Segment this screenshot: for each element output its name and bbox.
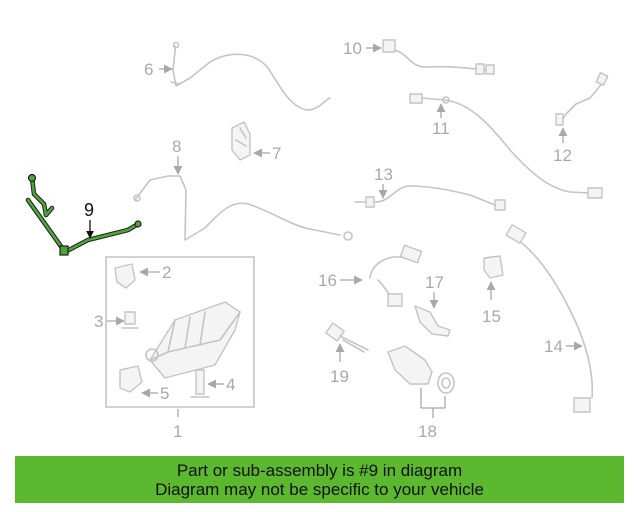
callout-5: 5: [160, 384, 169, 403]
part-11-harness[interactable]: [409, 93, 603, 199]
callout-7: 7: [272, 144, 281, 163]
callout-9: 9: [84, 200, 94, 220]
banner-line-disclaimer: Diagram may not be specific to your vehi…: [155, 479, 484, 499]
callout-13: 13: [374, 165, 393, 184]
part-10-harness[interactable]: [382, 39, 495, 75]
callout-16: 16: [318, 271, 337, 290]
part-16-hose[interactable]: [369, 244, 423, 307]
callout-19: 19: [330, 367, 349, 386]
part-1-canister-assembly[interactable]: [105, 256, 255, 408]
leader-lines: [86, 43, 583, 418]
part-3-bolt[interactable]: [121, 311, 139, 329]
callout-17: 17: [425, 273, 444, 292]
part-12-sensor[interactable]: [555, 72, 609, 126]
part-4-bolt[interactable]: [190, 369, 210, 398]
part-18-fitting[interactable]: [387, 345, 455, 394]
part-19-bolt[interactable]: [325, 322, 369, 353]
banner-line-part: Part or sub-assembly is #9 in diagram: [176, 460, 463, 480]
callout-12: 12: [553, 146, 572, 165]
part-17-sensor[interactable]: [414, 305, 451, 337]
callout-10: 10: [343, 39, 362, 58]
part-15-sensor[interactable]: [483, 255, 504, 279]
part-14-harness[interactable]: [505, 224, 594, 413]
part-6-tube[interactable]: [170, 41, 331, 111]
callout-6: 6: [144, 60, 153, 79]
callout-14: 14: [544, 337, 563, 356]
parts-diagram: 1 2 3 4 5 6 7 8 9 10 11 12 13 14 15 16 1…: [25, 39, 609, 441]
callout-8: 8: [172, 137, 181, 156]
callout-2: 2: [162, 263, 171, 282]
info-banner: Part or sub-assembly is #9 in diagram Di…: [15, 456, 624, 503]
part-9-tube-highlighted[interactable]: [25, 173, 142, 256]
callout-18: 18: [418, 422, 437, 441]
part-8-tube[interactable]: [133, 175, 353, 241]
callout-4: 4: [226, 375, 235, 394]
part-13-harness[interactable]: [354, 185, 506, 211]
callout-1: 1: [173, 422, 182, 441]
part-5-valve[interactable]: [119, 365, 143, 393]
part-7-bracket[interactable]: [231, 121, 251, 161]
callout-15: 15: [482, 307, 501, 326]
callout-11: 11: [432, 119, 450, 138]
part-2-clip[interactable]: [114, 263, 136, 289]
callout-3: 3: [94, 312, 103, 331]
